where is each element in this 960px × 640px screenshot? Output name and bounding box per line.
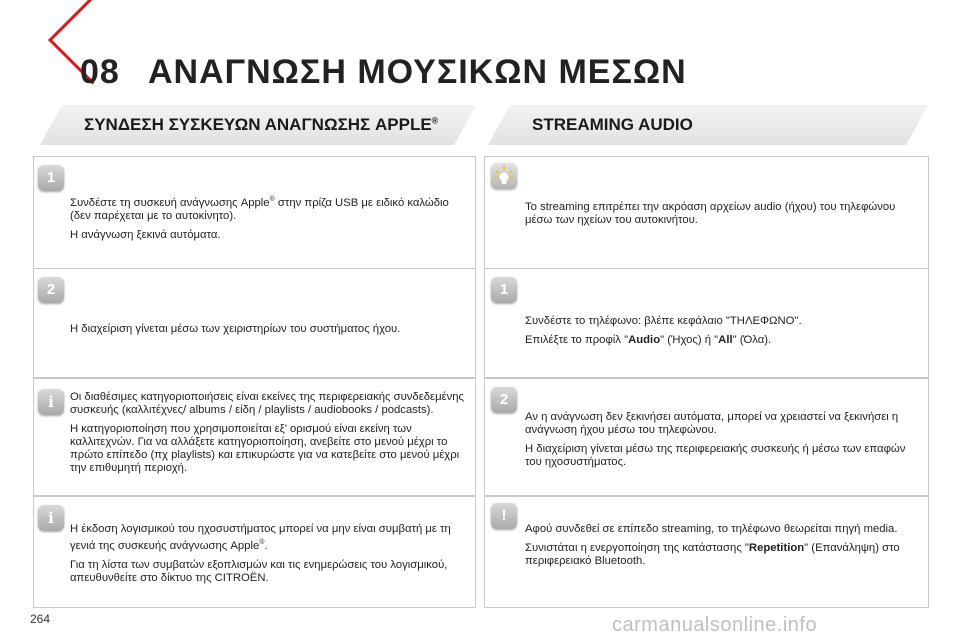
left-panel-1-text: Συνδέστε τη συσκευή ανάγνωσης Apple® στη… xyxy=(70,196,449,241)
right-panel-tip-text: Το streaming επιτρέπει την ακρόαση αρχεί… xyxy=(525,201,896,226)
lightbulb-tip-icon xyxy=(491,163,517,189)
left-panel-2: 2 Η διαχείριση γίνεται μέσω των χειριστη… xyxy=(33,268,476,378)
left-panel-info-2: i Η έκδοση λογισμικού του ηχοσυστήματος … xyxy=(33,496,476,608)
section-title-streaming: STREAMING AUDIO xyxy=(532,115,693,134)
right-panel-warning: ! Αφού συνδεθεί σε επίπεδο streaming, το… xyxy=(484,496,929,608)
right-panel-2-text: Αν η ανάγνωση δεν ξεκινήσει αυτόματα, μπ… xyxy=(525,411,906,468)
right-panel-1-text: Συνδέστε το τηλέφωνο: βλέπε κεφάλαιο "ΤΗ… xyxy=(525,315,802,346)
chapter-number: 08 xyxy=(80,53,120,91)
section-bar-streaming: STREAMING AUDIO xyxy=(488,105,928,145)
step-2-badge: 2 xyxy=(491,387,517,413)
info-icon: i xyxy=(38,505,64,531)
left-panel-info-1: i Οι διαθέσιμες κατηγοριοποιήσεις είναι … xyxy=(33,378,476,496)
section-bar-apple: ΣΥΝΔΕΣΗ ΣΥΣΚΕΥΩΝ ΑΝΑΓΝΩΣΗΣ APPLE® xyxy=(40,105,476,145)
step-2-badge: 2 xyxy=(38,277,64,303)
warning-icon: ! xyxy=(491,503,517,529)
left-panel-2-text: Η διαχείριση γίνεται μέσω των χειριστηρί… xyxy=(70,323,401,335)
right-panel-2: 2 Αν η ανάγνωση δεν ξεκινήσει αυτόματα, … xyxy=(484,378,929,496)
page-number: 264 xyxy=(30,612,51,626)
left-panel-info-2-text: Η έκδοση λογισμικού του ηχοσυστήματος μπ… xyxy=(70,523,451,584)
left-panel-info-1-text: Οι διαθέσιμες κατηγοριοποιήσεις είναι εκ… xyxy=(70,391,464,474)
right-panel-warning-text: Αφού συνδεθεί σε επίπεδο streaming, το τ… xyxy=(525,523,900,567)
right-panel-tip: Το streaming επιτρέπει την ακρόαση αρχεί… xyxy=(484,156,929,269)
step-1-badge: 1 xyxy=(38,165,64,191)
info-icon: i xyxy=(38,389,64,415)
right-panel-1: 1 Συνδέστε το τηλέφωνο: βλέπε κεφάλαιο "… xyxy=(484,268,929,378)
section-title-apple: ΣΥΝΔΕΣΗ ΣΥΣΚΕΥΩΝ ΑΝΑΓΝΩΣΗΣ APPLE xyxy=(84,115,432,134)
watermark: carmanualsonline.info xyxy=(612,614,818,636)
left-panel-1: 1 Συνδέστε τη συσκευή ανάγνωσης Apple® σ… xyxy=(33,156,476,269)
step-1-badge: 1 xyxy=(491,277,517,303)
chapter-title: ΑΝΑΓΝΩΣΗ ΜΟΥΣΙΚΩΝ ΜΕΣΩΝ xyxy=(148,53,687,91)
